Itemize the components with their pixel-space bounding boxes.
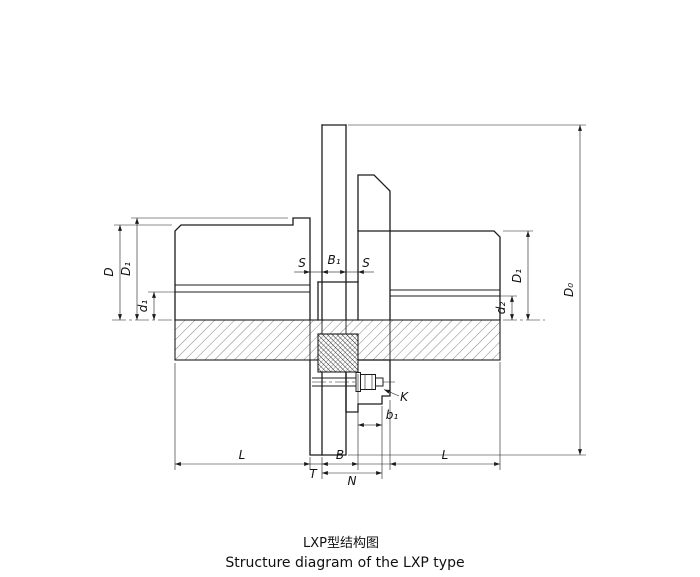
dim-label-d1: d₁ xyxy=(136,300,150,313)
captions: LXP型结构图 Structure diagram of the LXP typ… xyxy=(225,536,464,571)
coupling-jaws xyxy=(317,230,359,321)
dim-label-S-left: S xyxy=(298,256,306,270)
dim-label-b1: b₁ xyxy=(386,408,399,422)
dim-label-D1-left: D₁ xyxy=(119,262,133,276)
lower-disc-plate-outline xyxy=(309,359,347,456)
dim-label-B: B xyxy=(336,448,344,462)
caption-english: Structure diagram of the LXP type xyxy=(225,555,464,571)
dimensions-bottom: L T B L N xyxy=(174,362,501,488)
lower-flange-assembly xyxy=(309,359,391,456)
dimensions-right: d₂ D₁ D₀ xyxy=(348,124,586,456)
dim-label-D: D xyxy=(102,267,116,276)
dimensions-top: S B₁ S xyxy=(294,253,374,274)
dim-label-L-left: L xyxy=(239,448,246,462)
dim-label-L-right: L xyxy=(442,448,449,462)
right-hub-outline xyxy=(389,230,501,321)
dim-label-T: T xyxy=(309,467,318,481)
bolt-tip xyxy=(375,377,384,387)
caption-chinese: LXP型结构图 xyxy=(303,536,379,551)
left-hub-outline xyxy=(174,217,311,321)
elastomer-spider xyxy=(317,333,359,373)
upper-clamp-flange xyxy=(357,174,391,232)
lower-clamp-outline xyxy=(345,359,391,413)
left-hub xyxy=(174,217,311,321)
upper-clamp-outline xyxy=(357,174,391,232)
brake-disc xyxy=(321,124,347,321)
dim-label-d2: d₂ xyxy=(494,302,508,315)
spider-block xyxy=(317,333,359,373)
bolt-head xyxy=(360,374,376,390)
dim-label-S-right: S xyxy=(362,256,370,270)
dimensions-middle: K b₁ xyxy=(357,389,409,427)
dim-label-N: N xyxy=(348,474,357,488)
dim-label-K: K xyxy=(400,390,409,404)
leader-line-K xyxy=(383,389,400,397)
dimensions-left: D D₁ d₁ xyxy=(102,217,288,321)
dim-label-B1: B₁ xyxy=(327,253,340,267)
dim-label-D0: D₀ xyxy=(562,283,576,297)
dim-label-D1-right: D₁ xyxy=(510,269,524,283)
right-hub xyxy=(389,230,501,321)
